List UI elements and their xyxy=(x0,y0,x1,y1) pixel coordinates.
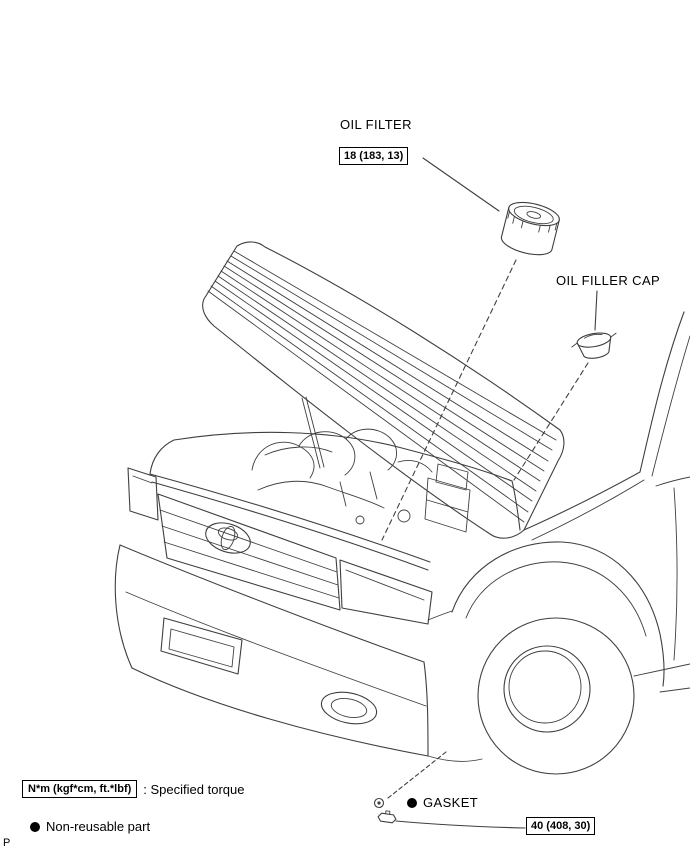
legend-torque: N*m (kgf*cm, ft.*lbf) : Specified torque xyxy=(22,780,245,799)
legend-non-reusable-caption: Non-reusable part xyxy=(46,819,151,834)
wheel-rim xyxy=(503,645,591,733)
drain-plug-torque-spec: 40 (408, 30) xyxy=(526,817,596,836)
page-marker: P xyxy=(3,837,11,849)
brand-emblem xyxy=(205,522,251,554)
leader-lines xyxy=(395,157,598,829)
oil-filter-part xyxy=(500,201,560,256)
a-pillar xyxy=(639,311,685,473)
oil-filler-cap-part xyxy=(571,332,617,359)
legend-torque-unit-box: N*m (kgf*cm, ft.*lbf) xyxy=(22,780,138,799)
drain-plug-part xyxy=(377,810,397,824)
front-wheel xyxy=(427,541,690,775)
oil-filler-cap-label: OIL FILLER CAP xyxy=(556,273,661,288)
open-hood xyxy=(202,241,565,539)
engine-bay xyxy=(149,428,521,563)
tire xyxy=(477,617,635,775)
front-grille xyxy=(151,481,429,611)
oil-filler-neck xyxy=(397,509,411,523)
gasket-part xyxy=(373,797,385,809)
non-reusable-bullet-icon xyxy=(407,797,417,808)
hood-prop-rod xyxy=(301,396,325,469)
oil-filter-torque-spec: 18 (183, 13) xyxy=(339,147,409,166)
front-bumper xyxy=(114,544,483,762)
non-reusable-bullet-icon xyxy=(30,821,40,832)
fog-lamp xyxy=(320,691,378,725)
oil-filter-label: OIL FILTER xyxy=(340,117,412,132)
license-plate-recess xyxy=(160,617,243,675)
legend-torque-caption: : Specified torque xyxy=(143,781,245,797)
gasket-callout: GASKET xyxy=(407,795,478,810)
gasket-label: GASKET xyxy=(423,795,479,810)
dashed-leader-lines xyxy=(381,259,589,799)
headlights xyxy=(127,467,433,625)
legend-non-reusable: Non-reusable part xyxy=(30,819,150,834)
cab-body xyxy=(523,311,690,693)
